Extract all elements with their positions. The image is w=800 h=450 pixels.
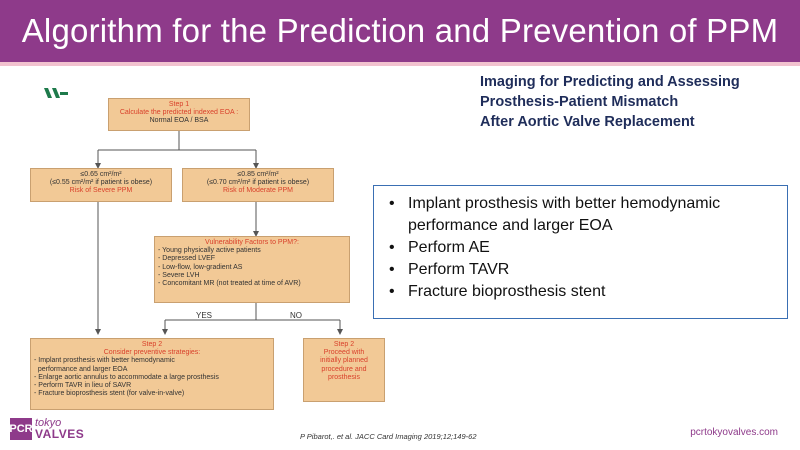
strategy-item: - Enlarge aortic annulus to accommodate …: [34, 373, 219, 381]
vulnerability-item: - Low-flow, low-gradient AS: [158, 263, 243, 271]
title-stripe: [0, 62, 800, 66]
flow-step1-box: Step 1 Calculate the predicted indexed E…: [108, 98, 250, 131]
slide-title: Algorithm for the Prediction and Prevent…: [21, 12, 779, 49]
vulnerability-item: - Severe LVH: [158, 271, 200, 279]
journal-title-line-3: After Aortic Valve Replacement: [480, 114, 695, 130]
slide-title-bar: Algorithm for the Prediction and Prevent…: [0, 0, 800, 62]
step1-label: Step 1: [168, 101, 190, 108]
severe-threshold: ≤0.65 cm²/m²: [80, 171, 122, 178]
step2a-label: Step 2: [141, 341, 163, 348]
key-points-list: Implant prosthesis with better hemodynam…: [386, 193, 777, 303]
journal-title-line-1: Imaging for Predicting and Assessing: [480, 74, 740, 90]
step2b-label: Step 2: [333, 341, 355, 348]
flow-severe-risk-box: ≤0.65 cm²/m² (≤0.55 cm²/m² if patient is…: [30, 168, 172, 202]
moderate-threshold-obese: (≤0.70 cm²/m² if patient is obese): [206, 179, 310, 187]
vulnerability-list: - Young physically active patients - Dep…: [158, 247, 346, 288]
key-point-item: Fracture bioprosthesis stent: [386, 281, 777, 303]
website-url: pcrtokyovalves.com: [690, 427, 778, 438]
step2b-line: procedure and: [321, 365, 367, 373]
step1-formula: Normal EOA / BSA: [149, 117, 209, 125]
step2a-title: Consider preventive strategies:: [103, 349, 201, 357]
yes-label: YES: [196, 311, 213, 320]
severe-risk-label: Risk of Severe PPM: [69, 187, 133, 195]
vulnerability-item: - Depressed LVEF: [158, 255, 216, 263]
pcr-tokyo-valves-logo: PCR tokyo VALVES: [9, 417, 85, 441]
preventive-strategies-list: - Implant prosthesis with better hemodyn…: [34, 357, 270, 398]
flow-step2-proceed-box: Step 2 Proceed with initially planned pr…: [303, 338, 385, 402]
strategy-item: - Fracture bioprosthesis stent (for valv…: [34, 390, 185, 398]
step2b-line: Proceed with: [323, 349, 365, 357]
key-point-item: Perform AE: [386, 237, 777, 259]
flow-vulnerability-box: Vulnerability Factors to PPM?: - Young p…: [154, 236, 350, 303]
strategy-item: - Perform TAVR in lieu of SAVR: [34, 382, 132, 390]
journal-logo-icon: [44, 88, 68, 98]
moderate-threshold: ≤0.85 cm²/m²: [237, 171, 279, 178]
flow-moderate-risk-box: ≤0.85 cm²/m² (≤0.70 cm²/m² if patient is…: [182, 168, 334, 202]
journal-article-title: Imaging for Predicting and Assessing Pro…: [480, 72, 790, 132]
logo-valves-text: VALVES: [35, 427, 85, 441]
severe-threshold-obese: (≤0.55 cm²/m² if patient is obese): [49, 179, 153, 187]
citation: P Pibarot,. et al. JACC Card Imaging 201…: [300, 432, 477, 441]
strategy-item: - Implant prosthesis with better hemodyn…: [34, 357, 175, 365]
key-points-box: Implant prosthesis with better hemodynam…: [373, 185, 788, 319]
pcr-logo-mark: PCR: [9, 418, 33, 440]
flow-step2-preventive-box: Step 2 Consider preventive strategies: -…: [30, 338, 274, 410]
journal-title-line-2: Prosthesis-Patient Mismatch: [480, 94, 679, 110]
no-label: NO: [290, 311, 302, 320]
step2b-line: prosthesis: [328, 373, 360, 381]
moderate-risk-label: Risk of Moderate PPM: [222, 187, 294, 195]
step2b-line: initially planned: [320, 357, 368, 365]
step1-text: Calculate the predicted indexed EOA :: [119, 109, 239, 117]
key-point-item: Perform TAVR: [386, 259, 777, 281]
vulnerability-title: Vulnerability Factors to PPM?:: [205, 239, 299, 246]
logo-tokyo-text: tokyo: [35, 417, 62, 429]
strategy-item: performance and larger EOA: [34, 365, 128, 373]
vulnerability-item: - Concomitant MR (not treated at time of…: [158, 280, 301, 288]
vulnerability-item: - Young physically active patients: [158, 247, 261, 255]
key-point-item: Implant prosthesis with better hemodynam…: [386, 193, 777, 237]
